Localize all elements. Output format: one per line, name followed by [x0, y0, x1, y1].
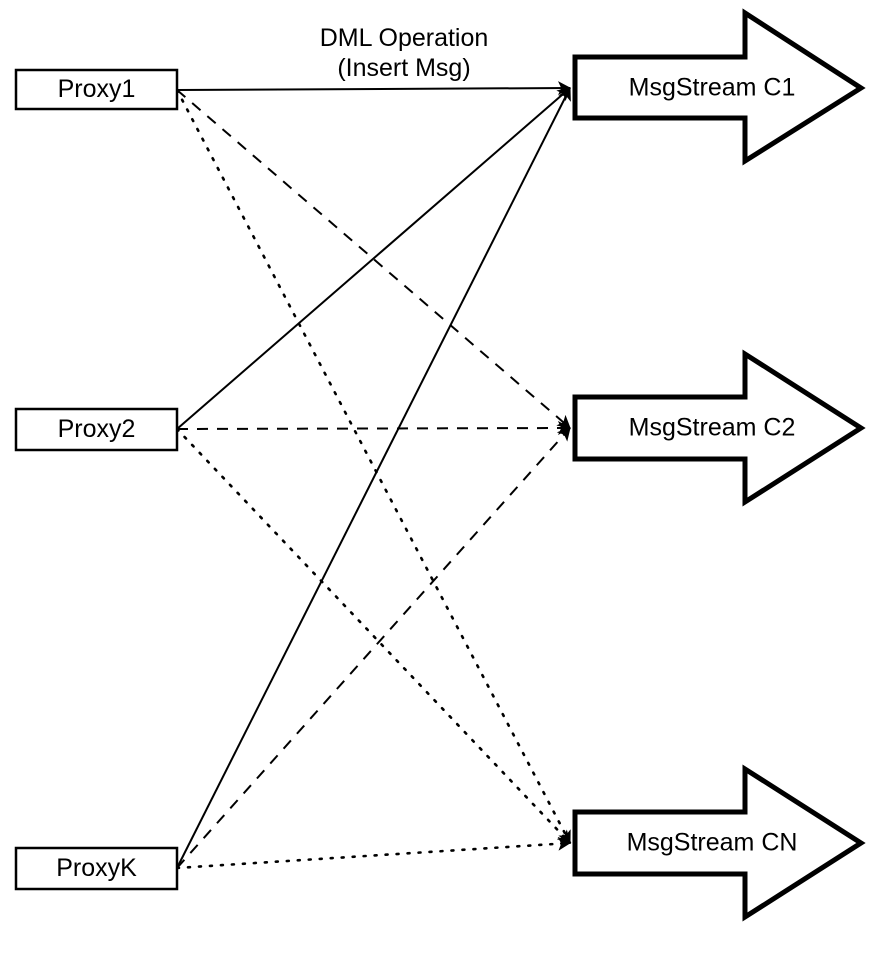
msgstream-label-c1: MsgStream C1 — [629, 74, 796, 102]
proxy-box-rect-proxyK — [14, 846, 179, 891]
msgstream-label-c2: MsgStream C2 — [629, 414, 796, 442]
edge-line-proxy1-c1 — [176, 81, 571, 96]
edge-proxyK-cn — [175, 836, 572, 870]
edge-line-proxy1-c2 — [176, 89, 571, 429]
msgstream-arrow-shape-cn — [572, 764, 866, 922]
edge-proxy1-c1 — [176, 81, 571, 96]
edge-proxy2-c2 — [176, 421, 571, 436]
edge-line-proxy2-c1 — [176, 87, 571, 430]
msgstream-arrow-shape-c1 — [572, 8, 866, 166]
annotation-dml-operation: DML Operation(Insert Msg) — [320, 24, 489, 82]
proxy-box-proxy1[interactable]: Proxy1 — [14, 68, 179, 111]
annotations-layer: DML Operation(Insert Msg) — [320, 24, 489, 82]
proxy-box-proxyK[interactable]: ProxyK — [14, 846, 179, 891]
edges-layer — [175, 81, 572, 870]
edge-line-proxyK-c1 — [176, 87, 571, 869]
edge-line-proxy2-c2 — [176, 421, 571, 436]
proxy-box-proxy2[interactable]: Proxy2 — [14, 407, 179, 452]
streams-layer: MsgStream C1 MsgStream C2 MsgStream CN — [572, 8, 866, 922]
proxy-label-proxy2: Proxy2 — [58, 415, 136, 443]
edge-line-proxy2-cn — [175, 427, 572, 845]
edge-proxy1-c2 — [176, 89, 571, 429]
annotation-line2-dml-operation: (Insert Msg) — [337, 54, 470, 82]
edge-line-proxyK-cn — [175, 836, 572, 870]
edge-proxyK-c1 — [176, 87, 571, 869]
annotation-line1-dml-operation: DML Operation — [320, 24, 489, 52]
edge-line-proxyK-c2 — [176, 427, 571, 869]
edge-proxyK-c2 — [176, 427, 571, 869]
msgstream-c2[interactable]: MsgStream C2 — [572, 349, 866, 507]
proxy-label-proxy1: Proxy1 — [58, 75, 136, 103]
msgstream-c1[interactable]: MsgStream C1 — [572, 8, 866, 166]
edge-proxy2-cn — [175, 427, 572, 845]
proxy-box-rect-proxy1 — [14, 68, 179, 111]
msgstream-label-cn: MsgStream CN — [627, 829, 798, 857]
edge-proxy2-c1 — [176, 87, 571, 430]
proxy-box-rect-proxy2 — [14, 407, 179, 452]
msgstream-cn[interactable]: MsgStream CN — [572, 764, 866, 922]
msgstream-arrow-shape-c2 — [572, 349, 866, 507]
proxy-label-proxyK: ProxyK — [56, 854, 137, 882]
